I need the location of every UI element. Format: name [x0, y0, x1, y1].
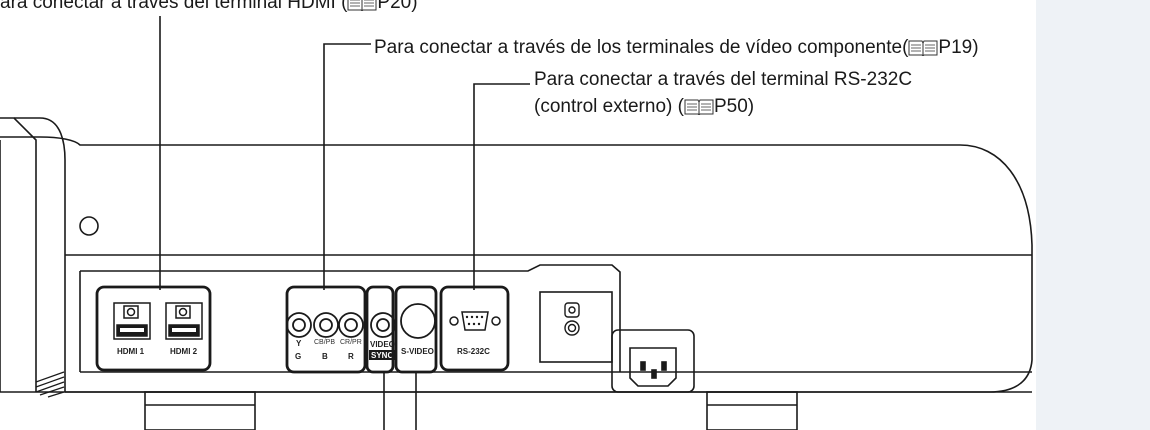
callout-rs232c-text: Para conectar a través del terminal RS-2… [534, 69, 913, 90]
highlight-rs232c [439, 285, 510, 372]
highlight-hdmi [95, 285, 212, 372]
label-b: B [322, 352, 328, 361]
label-video: VIDEO [370, 340, 395, 349]
label-cb-pb: CB/PB [314, 339, 335, 346]
rs232c-port-icon [449, 311, 501, 331]
highlight-svideo [394, 285, 438, 374]
hdmi-1-port-icon [113, 302, 151, 340]
label-hdmi2: HDMI 2 [170, 347, 198, 356]
label-r: R [348, 352, 354, 361]
front-lens-edge [0, 117, 37, 392]
lock-slot-icon [564, 302, 580, 336]
screw-hole-icon [79, 216, 99, 236]
foot-right [706, 391, 798, 430]
jack-video-icon [370, 312, 396, 338]
callout-rs232c-line2: (control externo) ( P50) [534, 96, 754, 121]
vent-grille-icon [35, 371, 65, 398]
highlight-video [365, 285, 395, 374]
jack-svideo-icon [400, 303, 436, 339]
page-side-tab [1036, 0, 1150, 430]
jack-r-icon [338, 312, 364, 338]
label-y: Y [296, 339, 302, 348]
callout-hdmi: ara conectar a través del terminal HDMI … [0, 0, 418, 17]
highlight-component [285, 285, 367, 374]
callout-hdmi-page: P20) [377, 0, 418, 13]
lock-recess [539, 291, 613, 363]
leader-line-component [323, 43, 371, 290]
projector-body [0, 136, 1033, 393]
book-icon [684, 97, 714, 121]
book-icon [908, 38, 938, 62]
front-bezel [14, 117, 66, 392]
sync-label-box [369, 350, 395, 360]
connector-panel [80, 264, 621, 372]
leader-line-rs232c [473, 83, 530, 290]
jack-y-icon [286, 312, 312, 338]
callout-hdmi-text: ara conectar a través del terminal HDMI … [0, 0, 348, 13]
foot-left [144, 391, 256, 430]
label-hdmi1: HDMI 1 [117, 347, 145, 356]
book-icon [347, 0, 377, 17]
callout-rs232c-line1: Para conectar a través del terminal RS-2… [534, 69, 912, 91]
label-g: G [295, 352, 301, 361]
hdmi-2-port-icon [165, 302, 203, 340]
label-svideo: S-VIDEO [401, 347, 434, 356]
ac-power-inlet-icon [611, 329, 695, 393]
jack-b-icon [313, 312, 339, 338]
projector-rear-diagram: HDMI 1 HDMI 2 Y G CB/PB B CR/PR R VIDEO … [0, 16, 1033, 430]
callout-component: Para conectar a través de los terminales… [374, 37, 979, 62]
callout-component-page: P19) [938, 37, 979, 58]
callout-rs232c-text2: (control externo) ( [534, 96, 684, 117]
callout-rs232c-page: P50) [713, 96, 755, 117]
callout-component-text: Para conectar a través de los terminales… [374, 37, 909, 58]
label-sync: SYNC [371, 351, 393, 360]
label-cr-pr: CR/PR [340, 339, 362, 346]
label-rs232c: RS-232C [457, 347, 490, 356]
